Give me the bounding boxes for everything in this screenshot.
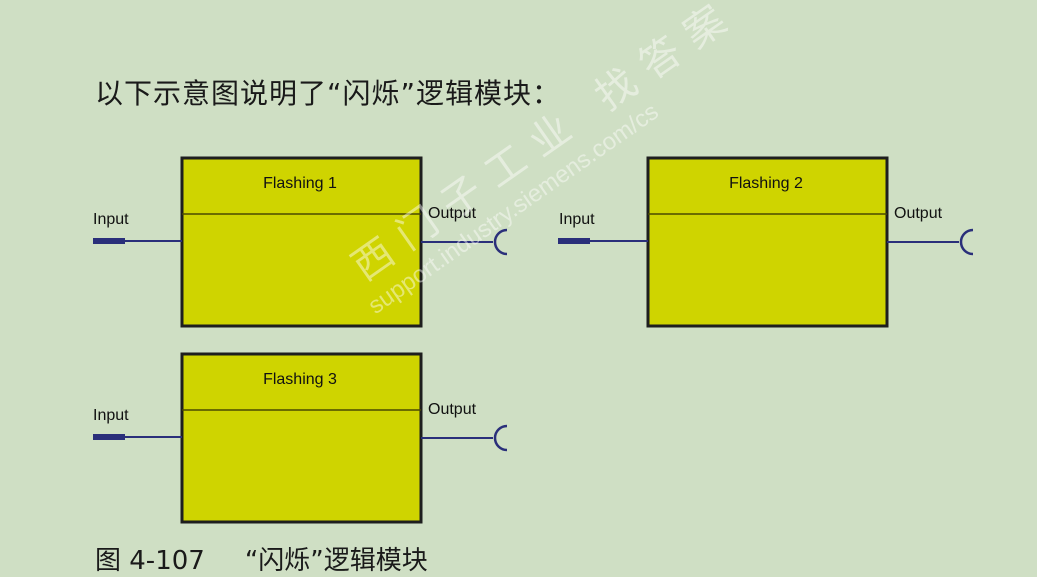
block-title: Flashing 2 [729, 175, 803, 192]
input-label: Input [559, 211, 595, 228]
block-title: Flashing 1 [263, 175, 337, 192]
flashing-block-3: Flashing 3 Input Output [93, 352, 508, 524]
flashing-block-2: Flashing 2 Input Output [558, 156, 974, 328]
flashing-block-1: Flashing 1 Input Output [93, 156, 508, 328]
input-connector [558, 238, 590, 244]
output-connector [493, 424, 508, 452]
output-label: Output [428, 401, 477, 418]
output-connector [493, 228, 508, 256]
figure-caption-text: “闪烁”逻辑模块 [244, 546, 428, 576]
figure-caption: 图 4-107 “闪烁”逻辑模块 [95, 540, 428, 577]
output-connector [959, 228, 974, 256]
figure-number: 图 4-107 [95, 546, 205, 576]
input-connector [93, 238, 125, 244]
input-connector [93, 434, 125, 440]
output-label: Output [428, 205, 477, 222]
output-label: Output [894, 205, 943, 222]
input-label: Input [93, 407, 129, 424]
heading: 以下示意图说明了“闪烁”逻辑模块： [95, 77, 562, 110]
input-label: Input [93, 211, 129, 228]
block-title: Flashing 3 [263, 371, 337, 388]
